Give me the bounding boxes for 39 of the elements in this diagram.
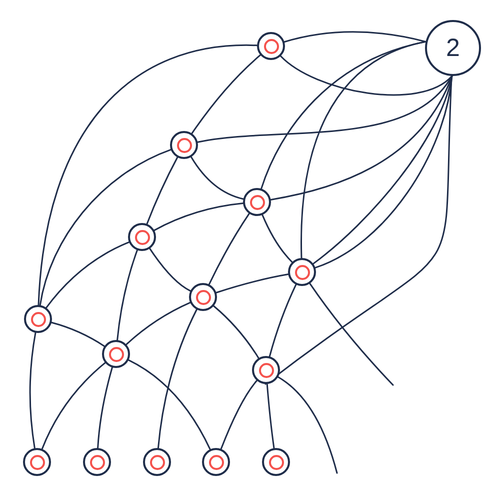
- connector-line: [146, 156, 178, 225]
- connector-line: [212, 305, 260, 359]
- connector-line: [309, 282, 394, 386]
- network-node: [252, 356, 280, 384]
- connector-line: [38, 44, 258, 306]
- connector-line: [126, 302, 191, 346]
- connector-line: [29, 332, 36, 449]
- network-node: [24, 305, 52, 333]
- network-node: [257, 32, 285, 60]
- network-node: [128, 223, 156, 251]
- connector-line: [50, 322, 106, 347]
- connector-line: [97, 366, 113, 449]
- connector-line: [116, 249, 138, 341]
- connector-line: [157, 308, 198, 449]
- node-number: 2: [446, 36, 460, 60]
- network-node: [83, 448, 111, 476]
- connector-line: [208, 212, 250, 286]
- network-node: [170, 131, 198, 159]
- network-node: [288, 258, 316, 286]
- connector-line: [41, 362, 106, 450]
- connector-line: [262, 214, 293, 263]
- network-node: [189, 283, 217, 311]
- network-node: [243, 188, 271, 216]
- connector-line: [300, 40, 426, 259]
- network-node: [262, 448, 290, 476]
- connector-line: [266, 383, 275, 449]
- connector-line: [284, 31, 426, 43]
- connector-line: [280, 55, 453, 96]
- connector-line: [268, 284, 297, 358]
- network-node: [143, 448, 171, 476]
- connector-line: [149, 248, 192, 292]
- connector-line: [277, 376, 338, 474]
- connector-line: [46, 241, 130, 308]
- network-node: [23, 448, 51, 476]
- connector-line: [216, 274, 289, 294]
- network-node: [102, 340, 130, 368]
- connector-line: [39, 148, 172, 306]
- connector-line: [220, 380, 258, 450]
- network-node: [202, 448, 230, 476]
